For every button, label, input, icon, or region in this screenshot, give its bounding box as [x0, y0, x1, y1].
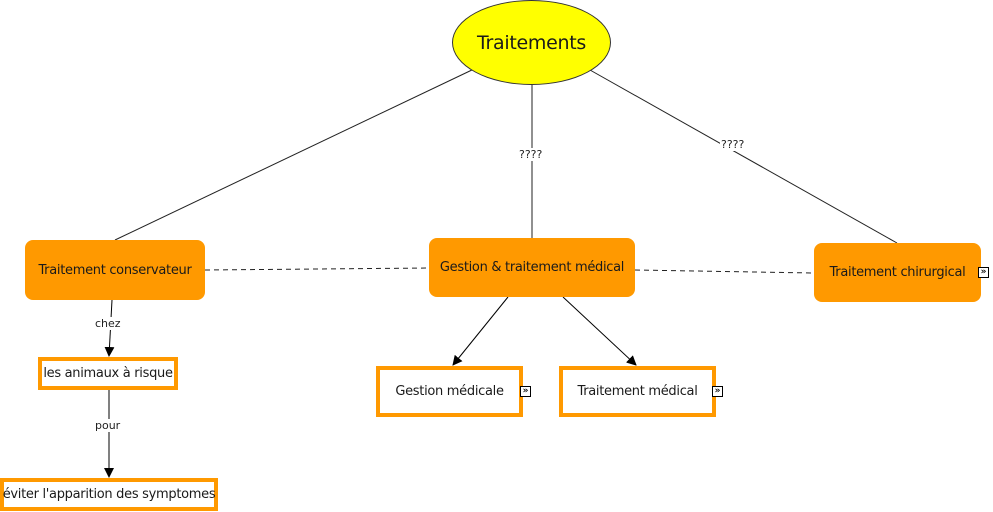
- concept-traitement-medical[interactable]: Traitement médical: [559, 366, 716, 417]
- concept-label: Traitement conservateur: [38, 262, 192, 278]
- concept-eviter-symptomes[interactable]: éviter l'apparition des symptomes: [0, 478, 218, 511]
- arrow-gestion-gestion-medicale: [452, 296, 509, 366]
- dashed-link-conservateur-gestion: [204, 267, 430, 271]
- concept-gestion-traitement-medical[interactable]: Gestion & traitement médical: [429, 238, 635, 297]
- expand-submap-icon[interactable]: »: [520, 386, 531, 397]
- link-root-conservateur: [114, 68, 475, 241]
- concept-label: les animaux à risque: [43, 366, 173, 381]
- link-label-root-gestion: ????: [518, 148, 544, 161]
- concept-traitement-conservateur[interactable]: Traitement conservateur: [25, 240, 205, 300]
- concept-traitement-chirurgical[interactable]: Traitement chirurgical: [814, 243, 981, 302]
- concept-label: Gestion médicale: [395, 384, 504, 399]
- concept-label: éviter l'apparition des symptomes: [2, 487, 216, 502]
- concept-animaux-a-risque[interactable]: les animaux à risque: [38, 357, 178, 390]
- dashed-link-gestion-chirurgical: [634, 269, 815, 274]
- concept-label: Traitement médical: [577, 384, 698, 399]
- link-label-pour: pour: [94, 419, 122, 432]
- link-label-chez: chez: [94, 317, 122, 330]
- link-root-chirurgical: [589, 69, 898, 244]
- arrow-gestion-traitement-medical: [562, 296, 637, 366]
- concept-gestion-medicale[interactable]: Gestion médicale: [376, 366, 523, 417]
- root-concept-label: Traitements: [477, 31, 586, 54]
- expand-submap-icon[interactable]: »: [712, 386, 723, 397]
- root-concept-traitements[interactable]: Traitements: [452, 0, 611, 85]
- concept-label: Gestion & traitement médical: [439, 260, 625, 275]
- expand-submap-icon[interactable]: »: [978, 267, 989, 278]
- link-label-root-chirurgical: ????: [720, 138, 746, 151]
- concept-label: Traitement chirurgical: [829, 265, 966, 280]
